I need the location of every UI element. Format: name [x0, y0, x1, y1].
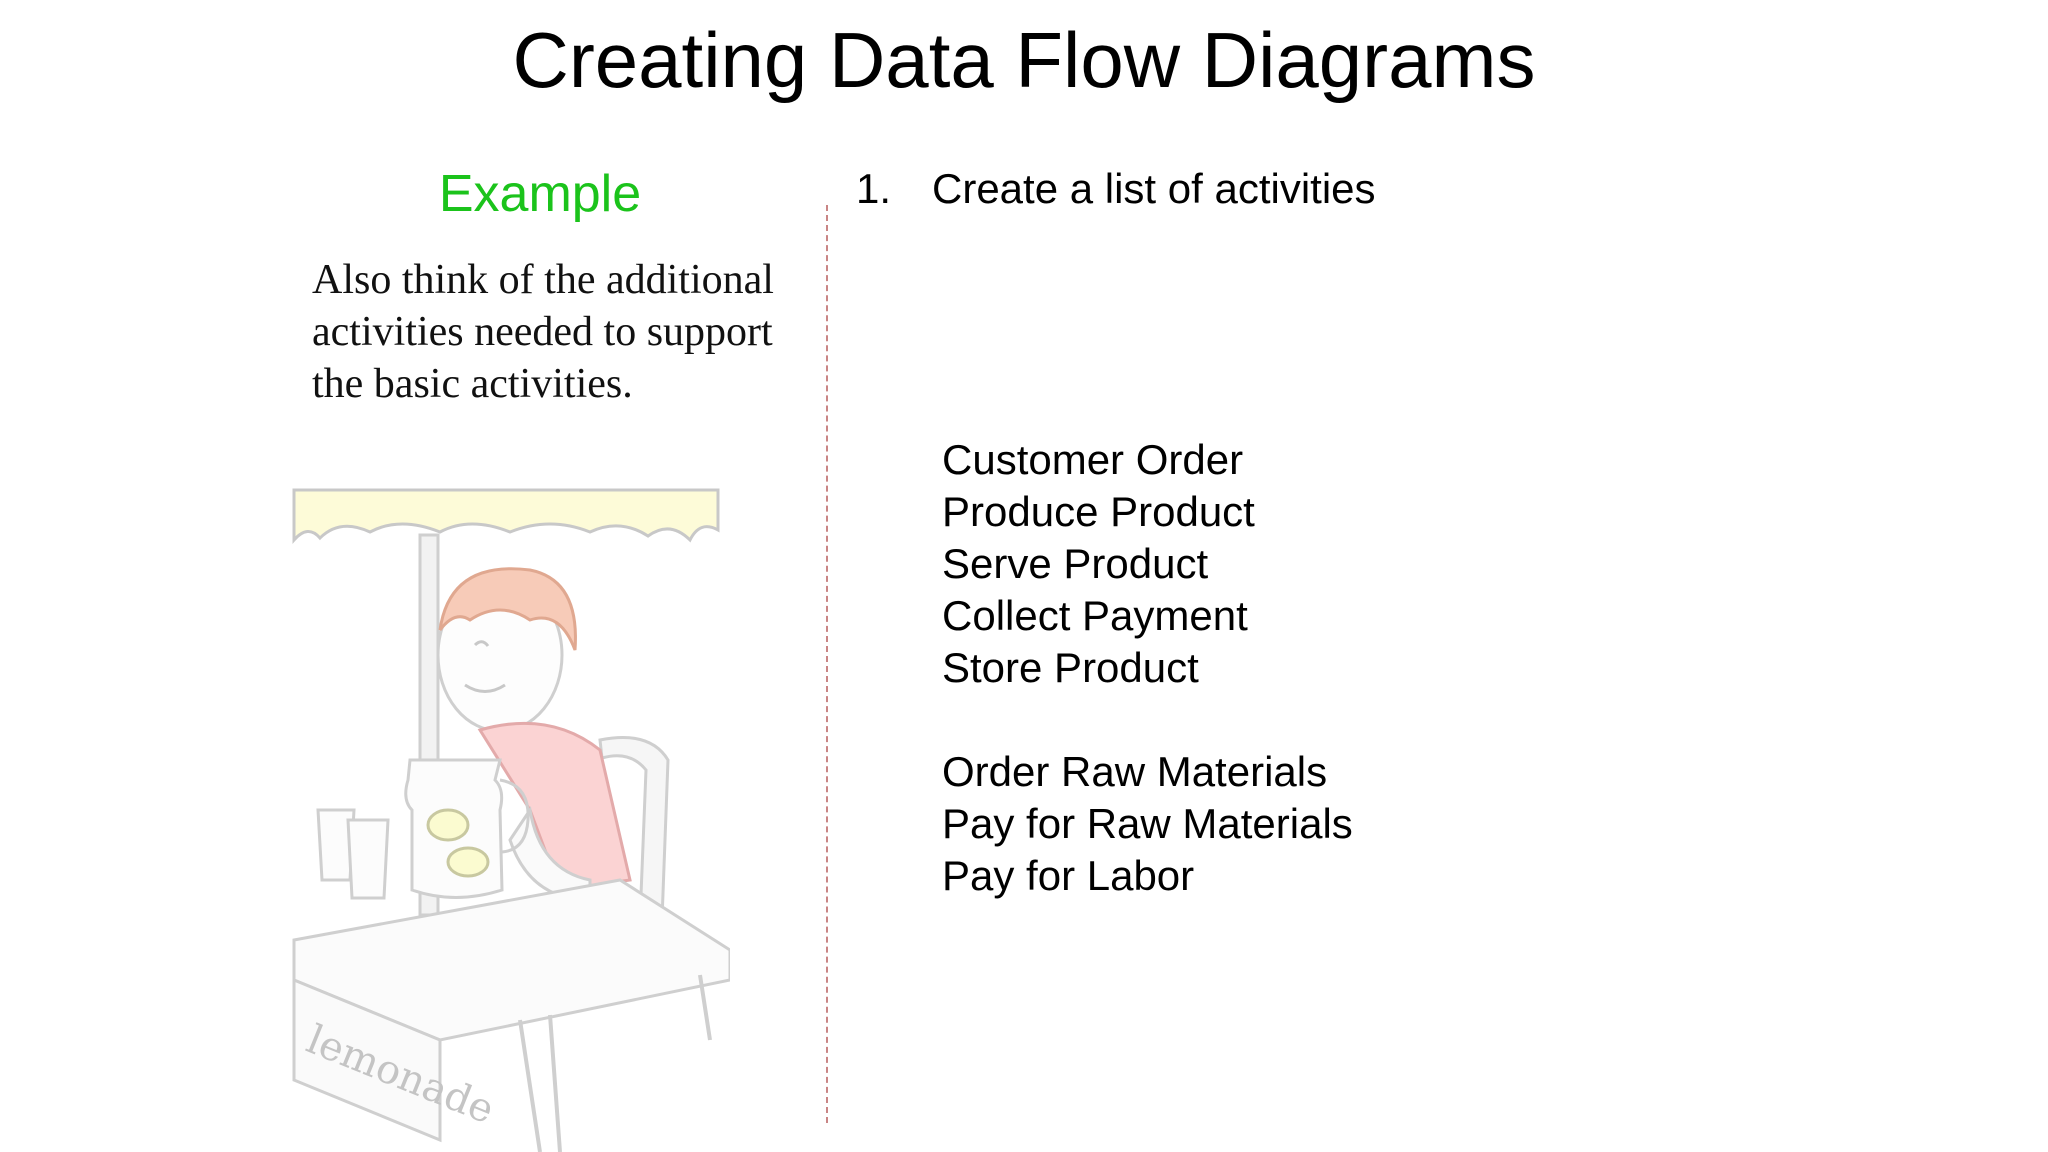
list-item: Produce Product: [942, 488, 1255, 535]
example-note: Also think of the additional activities …: [312, 257, 774, 407]
lemon-slice: [446, 846, 490, 878]
umbrella-canopy: [292, 488, 720, 544]
list-item: Store Product: [942, 644, 1199, 691]
step-1: 1. Create a list of activities: [856, 162, 1376, 216]
cup: [346, 818, 390, 900]
column-divider: [826, 205, 828, 1123]
list-item: Pay for Labor: [942, 852, 1195, 899]
lemonade-stand-illustration: lemonade: [292, 488, 730, 1152]
stand-front: [292, 977, 442, 1143]
list-item: Collect Payment: [942, 592, 1248, 639]
list-item: Pay for Raw Materials: [942, 800, 1353, 847]
person-shirt: [477, 721, 632, 892]
step-number: 1.: [856, 165, 892, 212]
list-item: Order Raw Materials: [942, 748, 1328, 795]
person-hair: [438, 567, 577, 651]
example-heading: Example: [438, 165, 642, 223]
slide-title: Creating Data Flow Diagrams: [512, 16, 1536, 104]
step-text: Create a list of activities: [932, 165, 1376, 212]
list-spacer: [942, 694, 1353, 746]
list-item: Customer Order: [942, 436, 1244, 483]
table-leg: [518, 974, 712, 1152]
list-item: Serve Product: [942, 540, 1209, 587]
lemon-slice: [426, 808, 470, 842]
activity-list: Customer Order Produce Product Serve Pro…: [942, 434, 1353, 902]
